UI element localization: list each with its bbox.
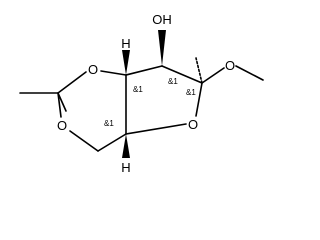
wedge-c3-oh — [158, 30, 166, 66]
bond-cme2-o-upper — [57, 71, 87, 94]
bond-ch2-c7a — [97, 133, 127, 152]
bond-c3a-c3 — [125, 65, 163, 76]
bond-c2-o-methoxy — [201, 67, 225, 84]
bond-c3-c2 — [161, 65, 203, 84]
chemical-structure-diagram: O O O OH H H O &1 &1 &1 &1 — [19, 12, 264, 175]
stereo-label-c3a: &1 — [133, 85, 143, 94]
bond-c2-h-hashed — [195, 57, 203, 84]
stereo-label-c2: &1 — [186, 88, 196, 97]
bond-o-ring-c7a — [125, 123, 187, 135]
atom-o-methoxy: O — [225, 58, 235, 73]
bond-o-methoxy-ch3 — [235, 65, 264, 81]
atom-h-top: H — [121, 36, 130, 51]
atom-h-bottom: H — [121, 160, 130, 175]
atom-o-dioxane-upper: O — [88, 62, 98, 77]
wedge-c3a-h — [122, 50, 130, 75]
atom-o-dioxane-lower: O — [57, 118, 67, 133]
bond-o-lower-ch2 — [69, 130, 99, 152]
wedge-c7a-h — [122, 134, 130, 158]
bond-o-upper-c3a — [100, 70, 127, 76]
bond-c2-o-ring — [195, 82, 203, 117]
stereo-label-c3: &1 — [168, 77, 178, 86]
atom-o-furanose: O — [188, 117, 198, 132]
bond-methyl-down — [57, 92, 67, 112]
atom-hydroxyl: OH — [152, 12, 172, 27]
stereo-label-c7a: &1 — [104, 119, 114, 128]
bond-cme2-o-lower — [57, 92, 62, 118]
